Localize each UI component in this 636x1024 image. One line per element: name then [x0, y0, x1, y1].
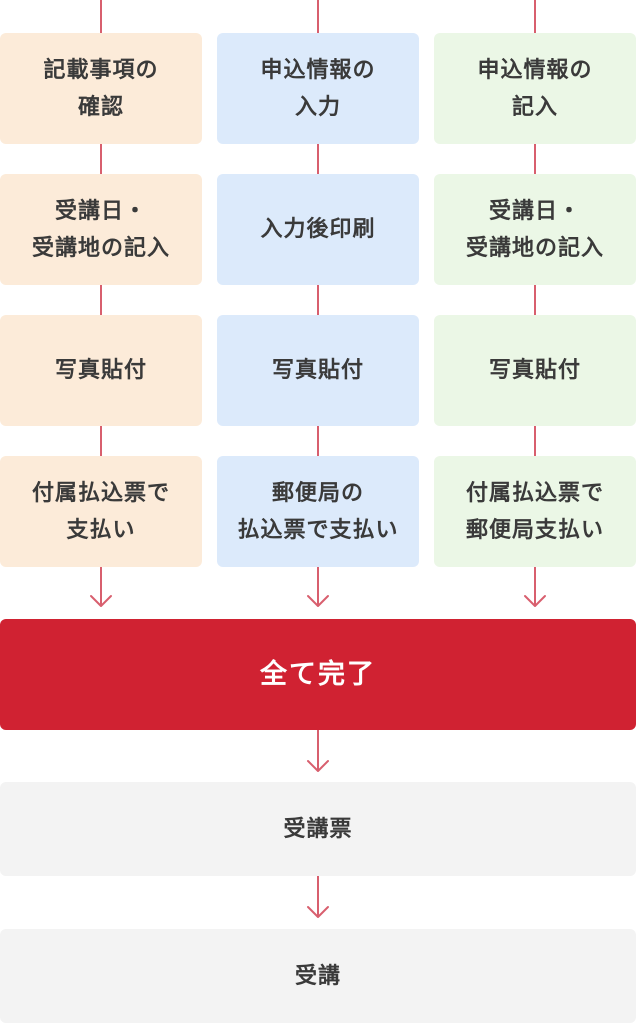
- final-step-attend: 受講: [0, 929, 636, 1023]
- step-col0-4: 付属払込票で 支払い: [0, 456, 202, 567]
- step-col1-1: 申込情報の 入力: [217, 33, 419, 144]
- step-col2-3: 写真貼付: [434, 315, 636, 426]
- step-col2-2: 受講日・ 受講地の記入: [434, 174, 636, 285]
- arrow-head-col2: [524, 595, 546, 607]
- arrow-head-complete-ticket: [307, 760, 329, 772]
- arrow-head-col1: [307, 595, 329, 607]
- step-col0-2: 受講日・ 受講地の記入: [0, 174, 202, 285]
- final-step-ticket: 受講票: [0, 782, 636, 876]
- step-col1-4: 郵便局の 払込票で支払い: [217, 456, 419, 567]
- step-col1-2: 入力後印刷: [217, 174, 419, 285]
- step-col2-1: 申込情報の 記入: [434, 33, 636, 144]
- arrow-head-ticket-attend: [307, 906, 329, 918]
- step-col2-4: 付属払込票で 郵便局支払い: [434, 456, 636, 567]
- step-col1-3: 写真貼付: [217, 315, 419, 426]
- complete-banner: 全て完了: [0, 619, 636, 730]
- step-col0-1: 記載事項の 確認: [0, 33, 202, 144]
- arrow-head-col0: [90, 595, 112, 607]
- step-col0-3: 写真貼付: [0, 315, 202, 426]
